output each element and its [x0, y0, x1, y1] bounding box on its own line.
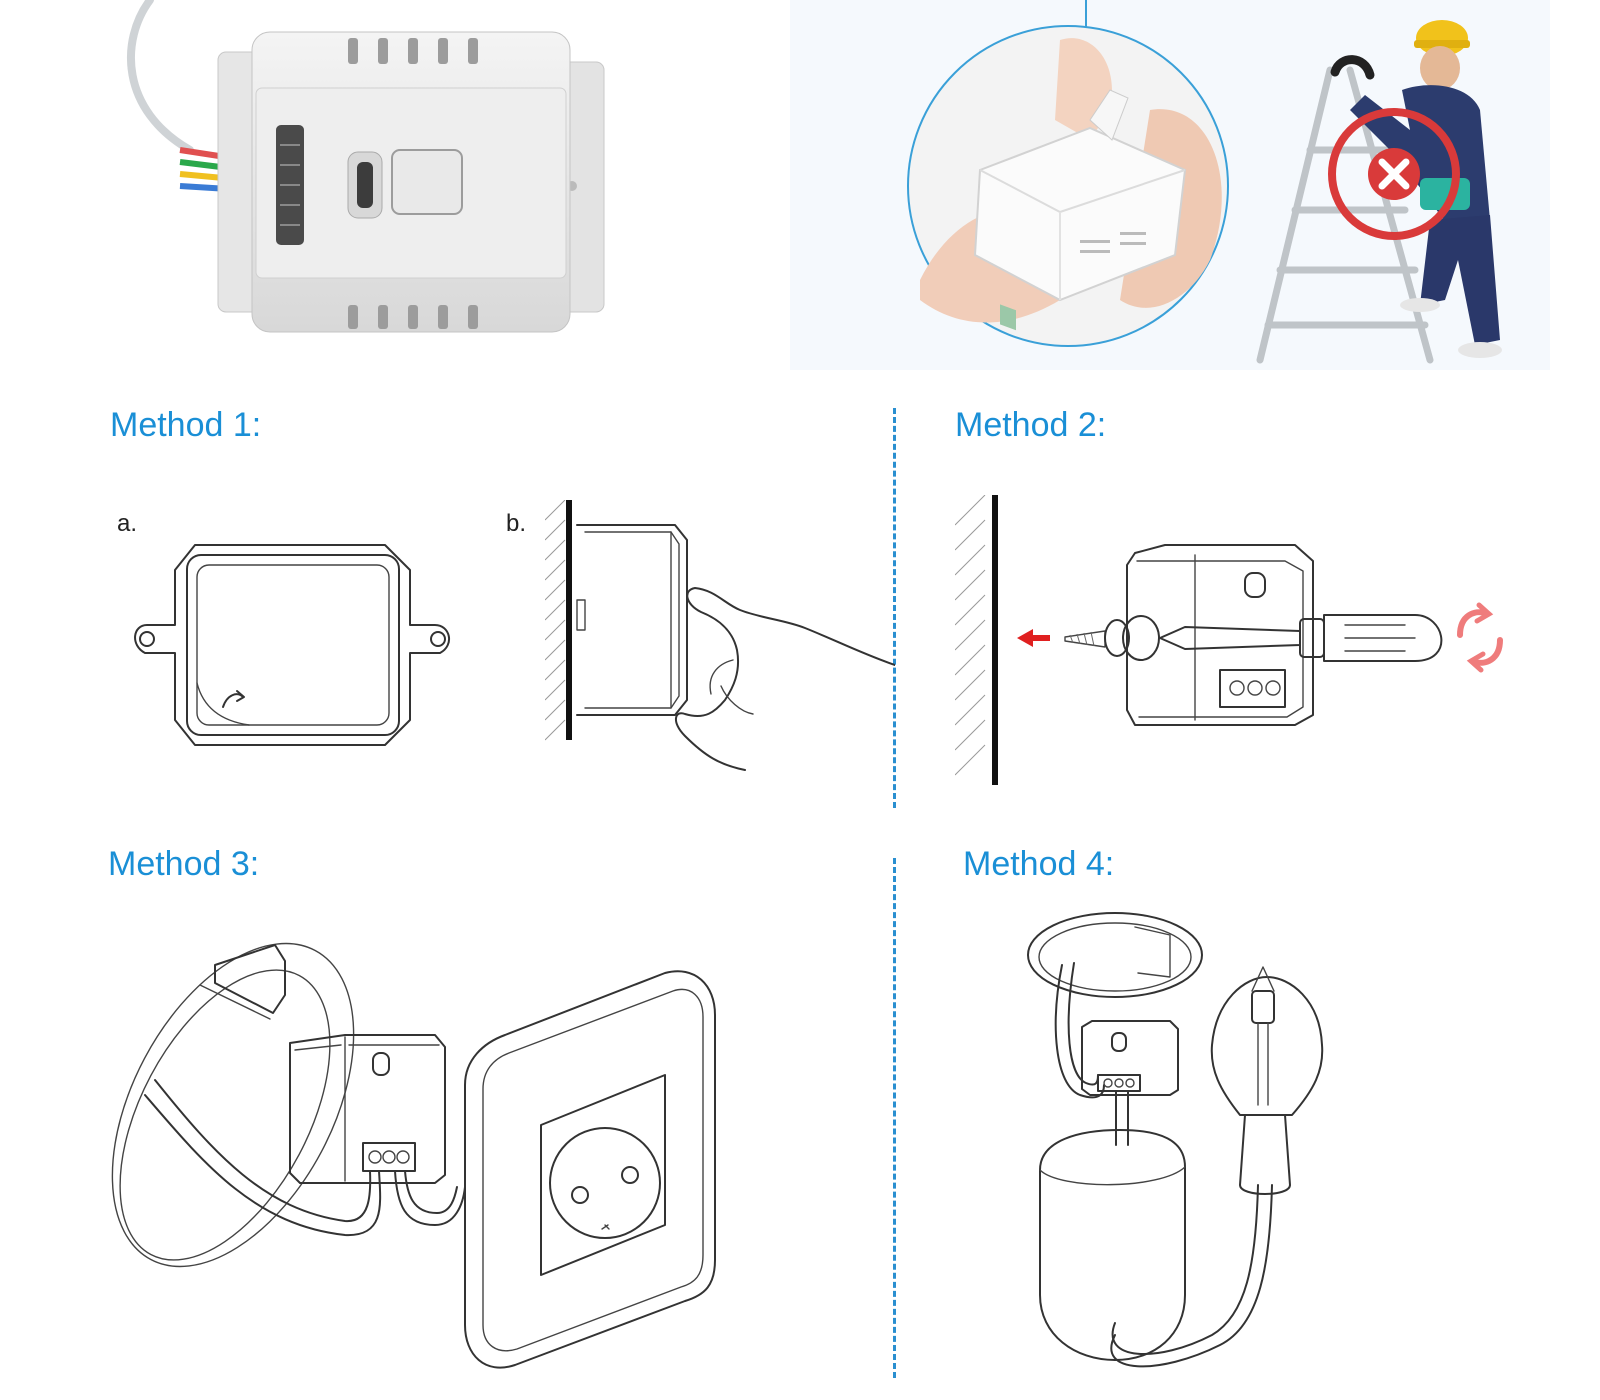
method-1-step-b-label: b. [506, 510, 527, 537]
method-2-screw-mount-drawing [955, 495, 1555, 795]
method-3-title: Method 3: [108, 845, 260, 883]
method-1-press-to-wall-drawing [545, 500, 895, 775]
vertical-divider-top [893, 408, 896, 808]
rotate-icon [1457, 602, 1503, 673]
method-3-socket-box-drawing [105, 925, 755, 1390]
method-1-step-a-label: a. [117, 510, 138, 537]
hands-holding-device [920, 38, 1222, 331]
method-1-adhesive-drawing [125, 535, 470, 755]
method-2-title: Method 2: [955, 406, 1107, 444]
method-1-title: Method 1: [110, 406, 262, 444]
safety-warning-illustration [790, 0, 1550, 370]
device-photo [80, 0, 640, 360]
insert-direction-arrow-icon [1017, 629, 1050, 647]
vertical-divider-bottom [893, 858, 896, 1378]
method-4-ceiling-lamp-drawing [1020, 905, 1350, 1390]
prohibited-icon [1328, 108, 1460, 240]
method-4-title: Method 4: [963, 845, 1115, 883]
